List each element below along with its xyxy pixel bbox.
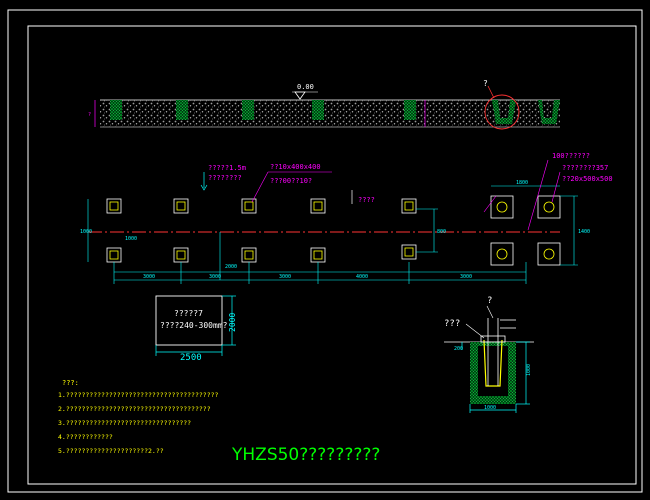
- plan-footing: [109, 201, 119, 211]
- plan-note: 100??????: [552, 152, 590, 160]
- detail-left-leader: [465, 323, 485, 339]
- notes-title: ???:: [62, 379, 79, 387]
- outer-frame: [7, 9, 643, 493]
- elevation-marker: [294, 91, 306, 100]
- plan-footing: [401, 244, 417, 260]
- plan-footing-large: [490, 195, 514, 219]
- detail-callout-circle: [484, 94, 520, 130]
- detail-top-leader: [486, 305, 494, 319]
- gravel-bed: [100, 100, 560, 127]
- plan-footing: [241, 247, 257, 263]
- section-footing: [312, 100, 324, 120]
- plan-footing: [313, 201, 323, 211]
- note-item: 3.????????????????????????????????: [58, 419, 191, 427]
- plan-note: ????: [358, 196, 375, 204]
- plan-footing: [310, 198, 326, 214]
- dim-label: 3000: [460, 274, 472, 280]
- plan-note: ??10x400x400: [270, 163, 321, 171]
- dim-label: 1800: [516, 180, 528, 186]
- callout-label: ?: [483, 79, 488, 88]
- plan-footing: [404, 201, 414, 211]
- pit-height-label: 2000: [228, 313, 237, 332]
- dim-label: 1400: [578, 229, 590, 235]
- callout-leader: [487, 85, 495, 99]
- plan-footing: [106, 198, 122, 214]
- detail-side-label: 200: [454, 346, 463, 352]
- plan-footing-large: [537, 195, 561, 219]
- note-item: 5.?????????????????????2.??: [58, 447, 164, 455]
- plan-footing: [310, 247, 326, 263]
- plan-footing-large-bolt: [543, 248, 555, 260]
- section-footing-large: [492, 100, 516, 124]
- dim-label: 1000: [80, 229, 92, 235]
- plan-note: ???00??10?: [270, 177, 312, 185]
- detail-inner: [478, 346, 508, 396]
- dim-label: 3000: [279, 274, 291, 280]
- plan-footing: [106, 247, 122, 263]
- pit-detail: ?????7 ????240-300mm? 2500 2000: [155, 295, 237, 363]
- detail-column: [483, 339, 503, 387]
- foundation-section: ? 0.00 ?: [88, 79, 560, 130]
- plan-footing: [244, 250, 254, 260]
- note-item: 2.?????????????????????????????????????: [58, 405, 211, 413]
- plan-footing: [109, 250, 119, 260]
- dim-label: 4000: [356, 274, 368, 280]
- plan-footing: [401, 198, 417, 214]
- section-footing: [110, 100, 122, 120]
- plan-note-leader: [251, 171, 269, 203]
- plan-note: ????????357: [562, 164, 608, 172]
- detail-left-label: ???: [444, 319, 460, 329]
- plan-footing: [241, 198, 257, 214]
- drawing-title: YHZS50?????????: [231, 445, 380, 465]
- plan-note: ?????1.5m: [208, 164, 246, 172]
- pit-line2: ????240-300mm?: [160, 321, 228, 330]
- dim-label: 1000: [125, 236, 137, 242]
- dim-label: 800: [437, 229, 446, 235]
- dim-label: 2000: [225, 264, 237, 270]
- section-footing-large: [538, 100, 560, 124]
- notes-block: ???: 1.?????????????????????????????????…: [58, 379, 219, 455]
- section-footing: [176, 100, 188, 120]
- detail-width-label: 1000: [484, 405, 496, 411]
- elevation-label: 0.00: [297, 83, 314, 91]
- section-dim-left-label: ?: [88, 112, 91, 118]
- plan-footing-large-bolt: [496, 248, 508, 260]
- plan-note-leader: [551, 171, 561, 203]
- plan-footing: [176, 201, 186, 211]
- plan-footing-large: [490, 242, 514, 266]
- plan-note: ????????: [208, 174, 242, 182]
- plan-footing: [244, 201, 254, 211]
- plan-footing: [404, 247, 414, 257]
- plan-footing: [173, 198, 189, 214]
- plan-footing-large-bolt: [496, 201, 508, 213]
- plan-note: ??20x500x500: [562, 175, 613, 183]
- detail-top-label: ?: [487, 296, 492, 306]
- plan-footing: [176, 250, 186, 260]
- plan-footing: [173, 247, 189, 263]
- section-footing: [242, 100, 254, 120]
- section-footing: [404, 100, 416, 120]
- plan-footing-large-bolt: [543, 201, 555, 213]
- plan-note-leader: [483, 195, 497, 213]
- plan-footing: [313, 250, 323, 260]
- pit-width-label: 2500: [180, 353, 202, 363]
- inner-frame: [27, 25, 637, 485]
- dim-label: 3000: [209, 274, 221, 280]
- footing-detail: ? ??? 1000 1000 200: [444, 296, 534, 413]
- pit-rect: [155, 295, 223, 346]
- detail-height-label: 1000: [526, 364, 532, 376]
- plan-note-leader: [527, 159, 549, 231]
- pit-line1: ?????7: [174, 309, 203, 318]
- plan-footing-large: [537, 242, 561, 266]
- note-item: 4.????????????: [58, 433, 113, 441]
- note-item: 1.??????????????????????????????????????…: [58, 391, 219, 399]
- dim-label: 3000: [143, 274, 155, 280]
- plan-note-arrowhead: [200, 184, 208, 191]
- detail-cap: [480, 335, 506, 343]
- foundation-plan: 3000 3000 3000 4000 3000 2000 1800 1400 …: [80, 152, 613, 284]
